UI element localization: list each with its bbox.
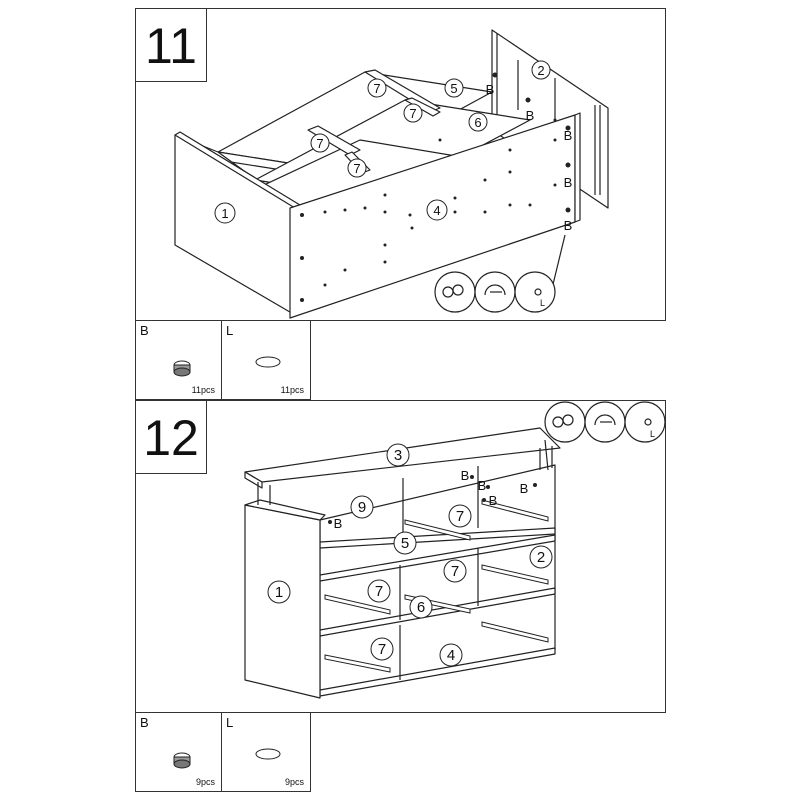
cam-lock-icon (171, 751, 193, 769)
label-b: B (564, 175, 573, 190)
label-p6: 6 (474, 115, 481, 130)
step-11-number: 11 (135, 8, 207, 82)
label-p7: 7 (316, 136, 323, 151)
part-l-label: L (226, 715, 234, 730)
cover-cap-icon (254, 355, 282, 369)
label-b: B (461, 468, 470, 483)
step-11-part-l-box: L 11pcs (221, 320, 311, 400)
label-p3: 3 (394, 447, 402, 464)
label-p5: 5 (450, 81, 457, 96)
label-b: B (526, 108, 535, 123)
label-p2: 2 (537, 63, 544, 78)
step-12-part-l-box: L 9pcs (221, 712, 311, 792)
part-b-qty: 9pcs (195, 777, 215, 787)
step-12-frame (135, 400, 666, 713)
label-p7: 7 (353, 161, 360, 176)
label-b: B (334, 516, 343, 531)
step-12-part-b-box: B 9pcs (135, 712, 222, 792)
label-p7: 7 (409, 106, 416, 121)
part-b-label: B (140, 323, 149, 338)
label-p6: 6 (417, 599, 425, 616)
part-b-label: B (140, 715, 149, 730)
label-p7: 7 (378, 641, 386, 658)
step-11-frame (135, 8, 666, 321)
detail-l-label: L (540, 298, 545, 308)
step-11-part-b-box: B 11pcs (135, 320, 222, 400)
detail-l-label: L (650, 429, 655, 439)
label-b: B (489, 493, 498, 508)
part-b-qty: 11pcs (191, 385, 215, 395)
label-p5: 5 (401, 535, 409, 552)
step-12-cam-detail (544, 401, 666, 471)
label-p1: 1 (275, 584, 283, 601)
part-l-qty: 11pcs (280, 385, 304, 395)
label-p9: 9 (358, 499, 366, 516)
label-p4: 4 (433, 203, 440, 218)
label-b: B (520, 481, 529, 496)
label-b: B (486, 82, 495, 97)
label-p7: 7 (373, 81, 380, 96)
label-p7: 7 (456, 508, 464, 525)
cam-lock-icon (171, 359, 193, 377)
part-l-label: L (226, 323, 234, 338)
step-12-number: 12 (135, 400, 207, 474)
label-p7: 7 (375, 583, 383, 600)
part-l-qty: 9pcs (284, 777, 304, 787)
label-b: B (564, 218, 573, 233)
label-p1: 1 (221, 206, 228, 221)
label-p7: 7 (451, 563, 459, 580)
label-p2: 2 (537, 549, 545, 566)
cover-cap-icon (254, 747, 282, 761)
label-b: B (478, 478, 487, 493)
label-b: B (564, 128, 573, 143)
step-11-cam-detail (434, 234, 566, 313)
label-p4: 4 (447, 647, 455, 664)
